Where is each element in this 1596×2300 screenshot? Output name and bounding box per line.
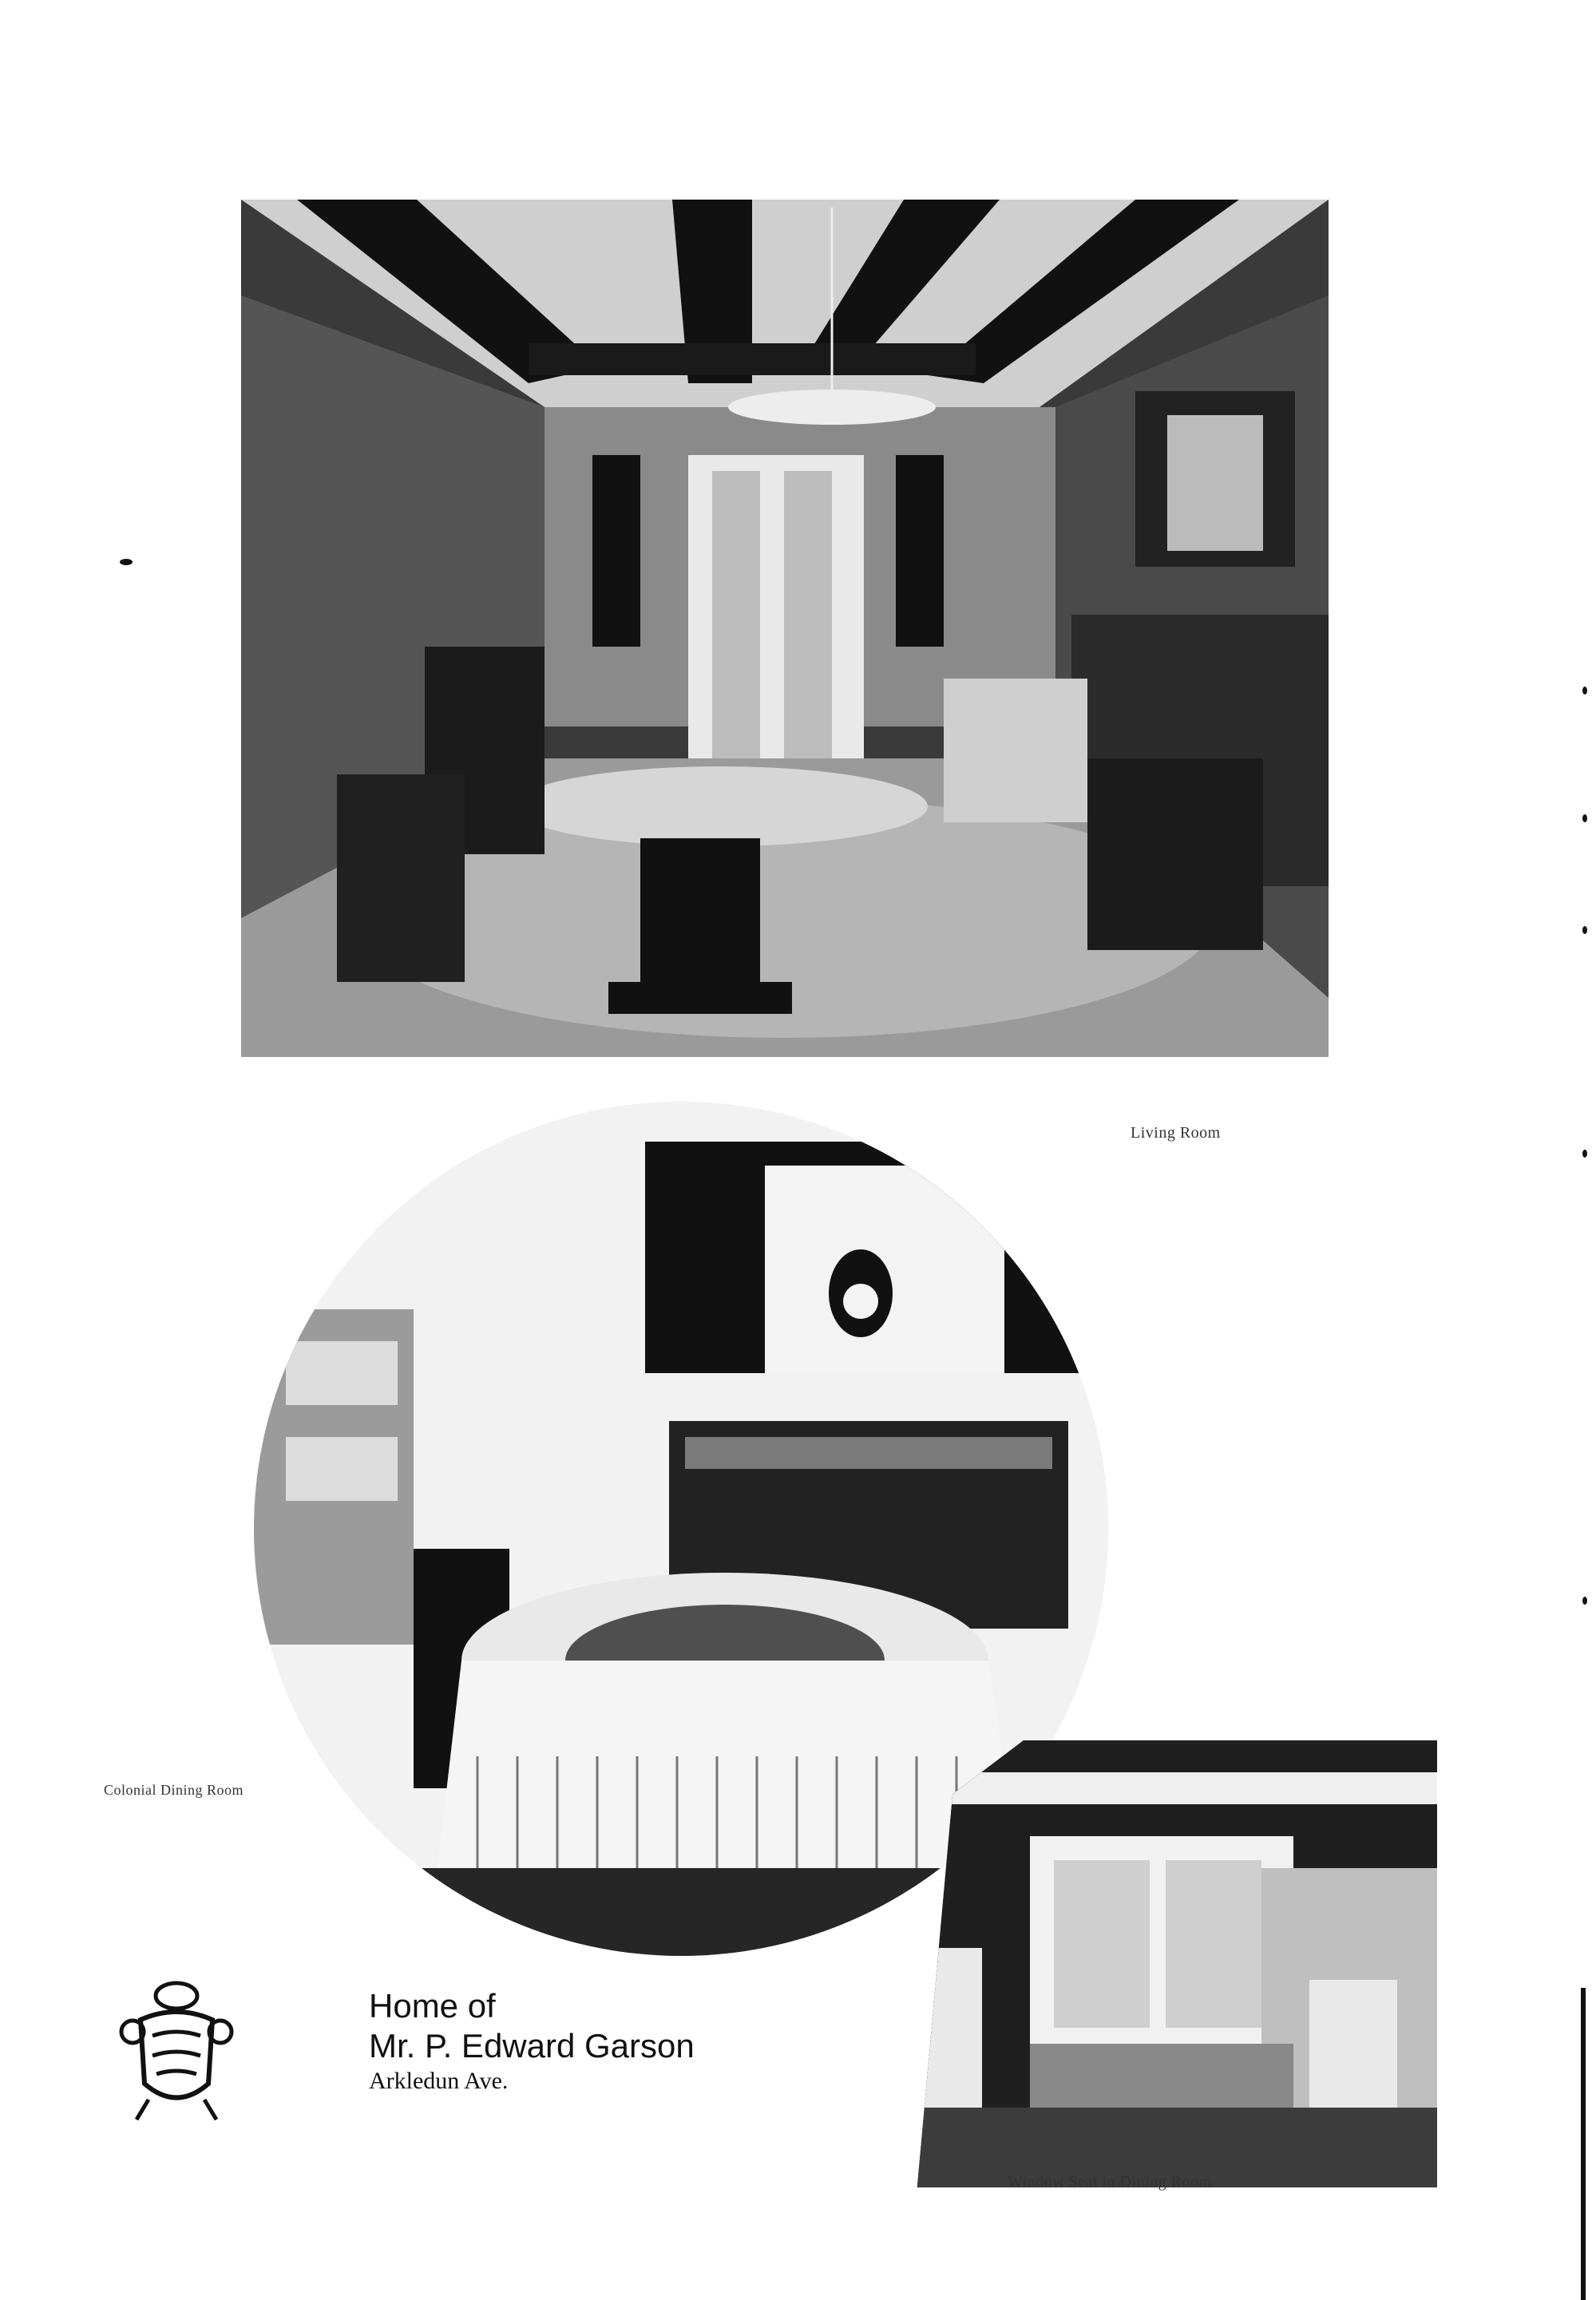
- scan-speck: [1582, 814, 1587, 822]
- dining-room-caption: Colonial Dining Room: [104, 1782, 244, 1798]
- living-room-caption: Living Room: [1131, 1124, 1221, 1142]
- living-room-photo: [241, 200, 1329, 1057]
- window-seat-caption: Window Seat in Dining Room: [1008, 2173, 1212, 2191]
- title-block: Home of Mr. P. Edward Garson Arkledun Av…: [369, 1986, 695, 2096]
- title-home-of: Home of: [369, 1987, 496, 2025]
- title-owner-name: Mr. P. Edward Garson: [369, 2027, 695, 2064]
- window-seat-photo: [917, 1740, 1437, 2187]
- scan-speck: [120, 559, 133, 565]
- scan-speck: [1582, 1597, 1587, 1605]
- title-address: Arkledun Ave.: [369, 2068, 509, 2094]
- scan-speck: [1582, 687, 1587, 695]
- heraldic-crest-icon: [117, 1972, 236, 2124]
- scan-speck: [1582, 1150, 1587, 1158]
- scan-speck: [1582, 926, 1587, 934]
- scan-edge-rule: [1581, 1988, 1586, 2300]
